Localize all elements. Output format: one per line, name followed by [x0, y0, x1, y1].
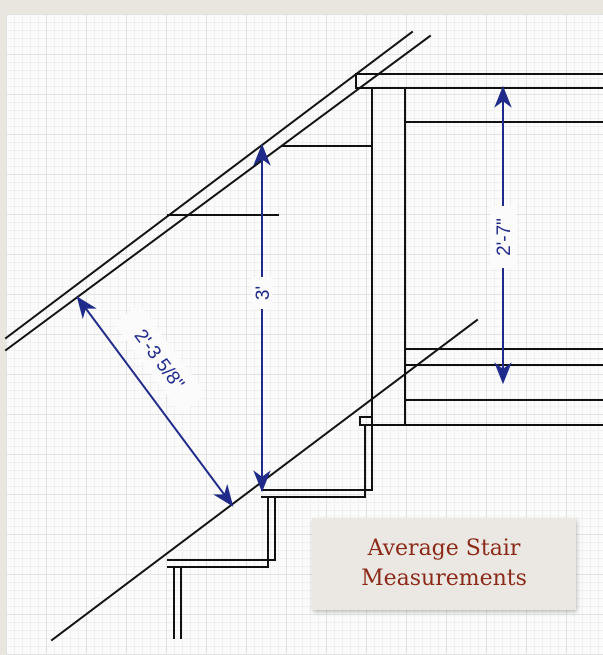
caption-line-1: Average Stair	[367, 536, 521, 561]
stair-step-2	[167, 496, 276, 561]
dim-label-headroom: 3'	[253, 286, 274, 300]
dim-label-opening: 2'-7"	[494, 218, 515, 256]
stair-step-1	[261, 424, 373, 491]
caption-line-2: Measurements	[361, 566, 527, 591]
rafter-line-upper	[4, 30, 414, 340]
dim-line-rafter-clearance	[76, 296, 234, 507]
caption-box: Average Stair Measurements	[312, 518, 576, 610]
stair-step-upper	[359, 416, 373, 426]
rafter-line-lower	[4, 34, 432, 352]
